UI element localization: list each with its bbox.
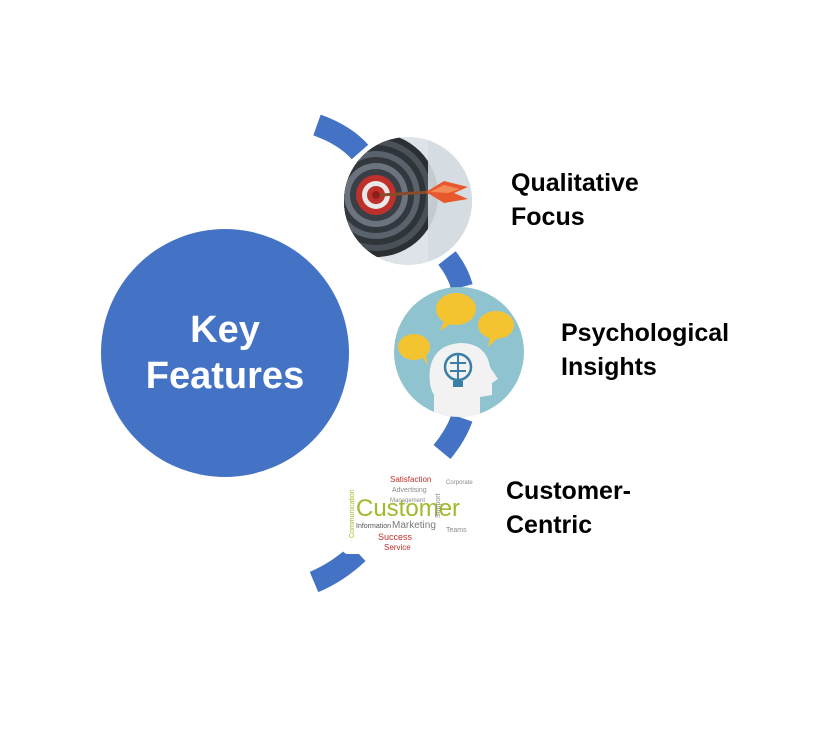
arc-segment-upper-mid [438, 251, 473, 291]
word-cloud-word: Teams [446, 527, 467, 534]
word-cloud-word: Satisfaction [390, 475, 431, 484]
word-cloud-word: Communication [349, 489, 356, 538]
word-cloud-word: Support [435, 493, 442, 518]
arc-segment-lower-mid [433, 414, 473, 459]
word-cloud-word: Information [356, 523, 391, 530]
word-cloud-icon: Customer Marketing Success Service Infor… [342, 462, 482, 554]
arc-segment-bottom [309, 544, 366, 593]
target-arrow-icon [344, 137, 472, 265]
arc-segment-top [313, 114, 369, 160]
word-cloud-word: Corporate [446, 480, 473, 486]
word-cloud-word: Success [378, 532, 413, 542]
word-cloud-word: Management [390, 498, 425, 504]
word-cloud-word: Marketing [392, 520, 436, 531]
feature-label-customer-centric: Customer-Centric [506, 477, 632, 539]
word-cloud-word: Customer [356, 495, 460, 522]
word-cloud-word: Advertising [392, 487, 427, 494]
word-cloud-word: Service [384, 543, 411, 552]
head-brain-icon [394, 287, 524, 417]
